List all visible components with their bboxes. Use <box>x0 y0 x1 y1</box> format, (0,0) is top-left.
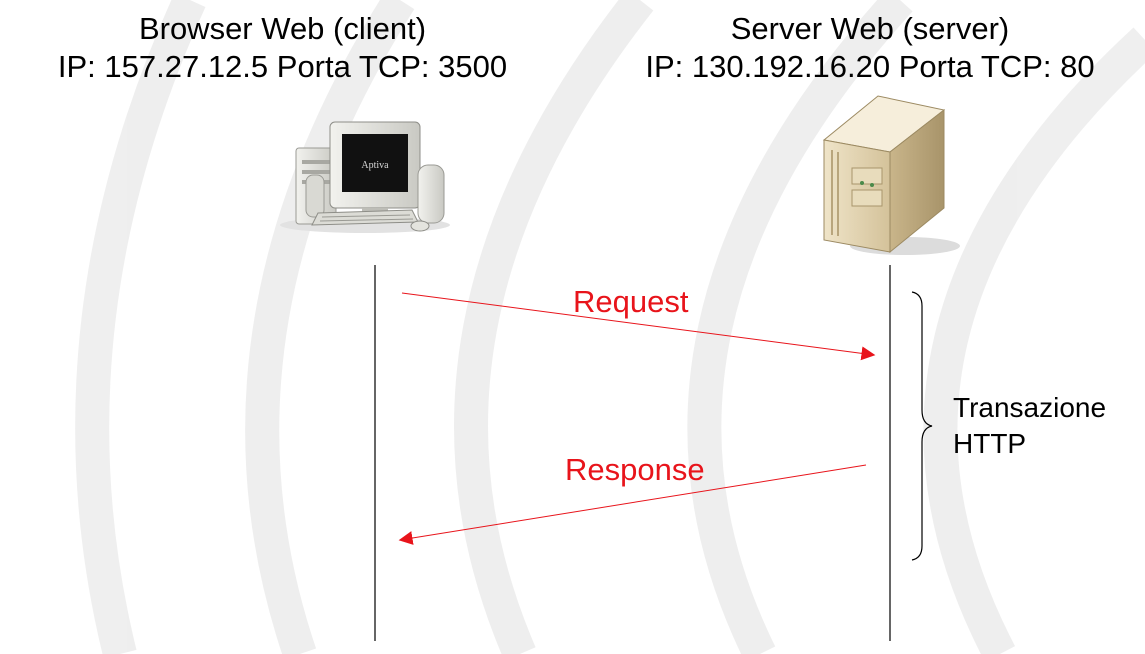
response-arrow <box>398 464 867 545</box>
response-label: Response <box>565 452 705 487</box>
background-watermark <box>75 0 1145 654</box>
transaction-label-line1: Transazione <box>953 392 1107 423</box>
transaction-label: Transazione HTTP <box>953 390 1106 462</box>
request-arrow <box>401 292 876 361</box>
desktop-computer-icon: Aptiva <box>280 121 450 233</box>
transaction-label-line2: HTTP <box>953 428 1027 459</box>
server-header: Server Web (server) IP: 130.192.16.20 Po… <box>595 10 1145 86</box>
server-address: IP: 130.192.16.20 Porta TCP: 80 <box>645 49 1095 84</box>
server-title: Server Web (server) <box>730 11 1010 46</box>
server-tower-icon <box>822 95 960 255</box>
client-address: IP: 157.27.12.5 Porta TCP: 3500 <box>57 49 508 84</box>
client-title: Browser Web (client) <box>138 11 427 46</box>
request-label: Request <box>573 284 689 319</box>
client-header: Browser Web (client) IP: 157.27.12.5 Por… <box>10 10 555 86</box>
transaction-brace <box>911 291 933 561</box>
monitor-brand-text: Aptiva <box>361 160 389 171</box>
